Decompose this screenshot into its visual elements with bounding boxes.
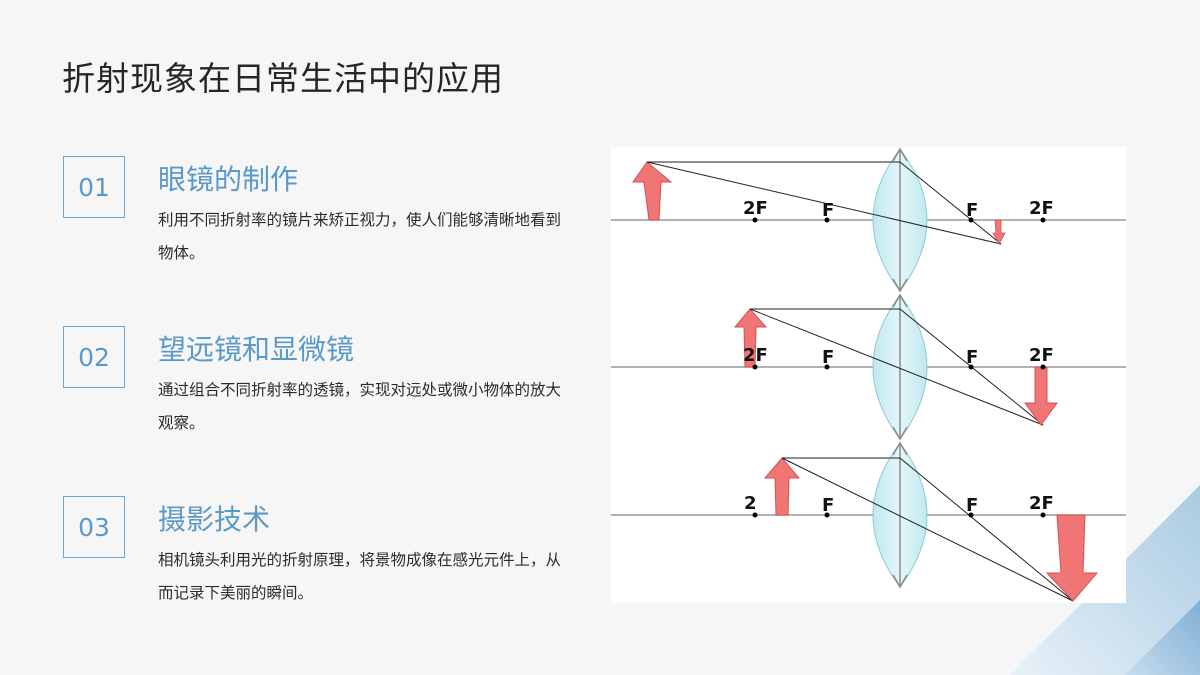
- item-heading: 眼镜的制作: [158, 163, 299, 196]
- focal-point: [968, 512, 974, 518]
- light-ray: [749, 308, 1044, 426]
- lens-tip-top: [892, 441, 908, 456]
- focal-label: 2F: [1029, 345, 1054, 366]
- lens-tip-top: [892, 293, 908, 308]
- focal-label: 2F: [1029, 493, 1054, 514]
- item-description: 相机镜头利用光的折射原理，将景物成像在感光元件上，从而记录下美丽的瞬间。: [158, 551, 562, 602]
- object-arrow: [632, 161, 673, 221]
- focal-point: [752, 512, 758, 518]
- focal-label: 2F: [1029, 198, 1054, 219]
- item-glasses: 01 眼镜的制作 利用不同折射率的镜片来矫正视力，使人们能够清晰地看到物体。: [63, 156, 563, 286]
- object-arrow: [763, 457, 801, 516]
- focal-point: [968, 364, 974, 370]
- object-arrow: [733, 308, 768, 368]
- item-telescope-microscope: 02 望远镜和显微镜 通过组合不同折射率的透镜，实现对远处或微小物体的放大观察。: [63, 326, 563, 456]
- focal-label: F: [822, 200, 834, 221]
- focal-label: F: [966, 200, 978, 221]
- focal-point: [1040, 512, 1046, 518]
- focal-point: [968, 217, 974, 223]
- focal-point: [752, 217, 758, 223]
- light-ray: [899, 161, 1002, 245]
- focal-label: 2F: [743, 198, 768, 219]
- lens-tip-bottom: [892, 574, 908, 589]
- lens-diagram-svg: 2F F F 2F 2F F F 2F: [611, 147, 1126, 602]
- focal-label: 2F: [743, 345, 768, 366]
- focal-label: 2: [744, 493, 757, 514]
- focal-label: F: [966, 347, 978, 368]
- item-description: 利用不同折射率的镜片来矫正视力，使人们能够清晰地看到物体。: [158, 211, 562, 262]
- focal-label: F: [966, 495, 978, 516]
- panel-3: 2 F F 2F: [611, 441, 1126, 602]
- focal-label: F: [822, 495, 834, 516]
- item-number-box: 02: [63, 326, 125, 388]
- focal-point: [752, 364, 758, 370]
- panel-1: 2F F F 2F: [611, 147, 1126, 293]
- focal-point: [824, 512, 830, 518]
- focal-point: [824, 364, 830, 370]
- focal-point: [824, 217, 830, 223]
- image-arrow: [992, 219, 1006, 245]
- focal-label: F: [822, 347, 834, 368]
- focal-point: [1040, 217, 1046, 223]
- item-description: 通过组合不同折射率的透镜，实现对远处或微小物体的放大观察。: [158, 381, 562, 432]
- lens-ray-diagram: 2F F F 2F 2F F F 2F: [611, 147, 1126, 603]
- lens-tip-bottom: [892, 426, 908, 441]
- item-heading: 望远镜和显微镜: [158, 333, 355, 366]
- lens-tip-top: [892, 147, 908, 162]
- light-ray: [899, 457, 1074, 602]
- focal-point: [1040, 364, 1046, 370]
- corner-shape-dark: [1125, 600, 1200, 675]
- light-ray: [646, 161, 1002, 245]
- item-photography: 03 摄影技术 相机镜头利用光的折射原理，将景物成像在感光元件上，从而记录下美丽…: [63, 496, 563, 626]
- panel-2: 2F F F 2F: [611, 293, 1126, 441]
- item-number-box: 01: [63, 156, 125, 218]
- item-number-box: 03: [63, 496, 125, 558]
- page-title: 折射现象在日常生活中的应用: [62, 59, 504, 98]
- lens-tip-bottom: [892, 278, 908, 293]
- image-arrow: [1024, 366, 1058, 426]
- item-heading: 摄影技术: [158, 503, 271, 536]
- light-ray: [781, 457, 1074, 602]
- image-arrow: [1045, 514, 1099, 602]
